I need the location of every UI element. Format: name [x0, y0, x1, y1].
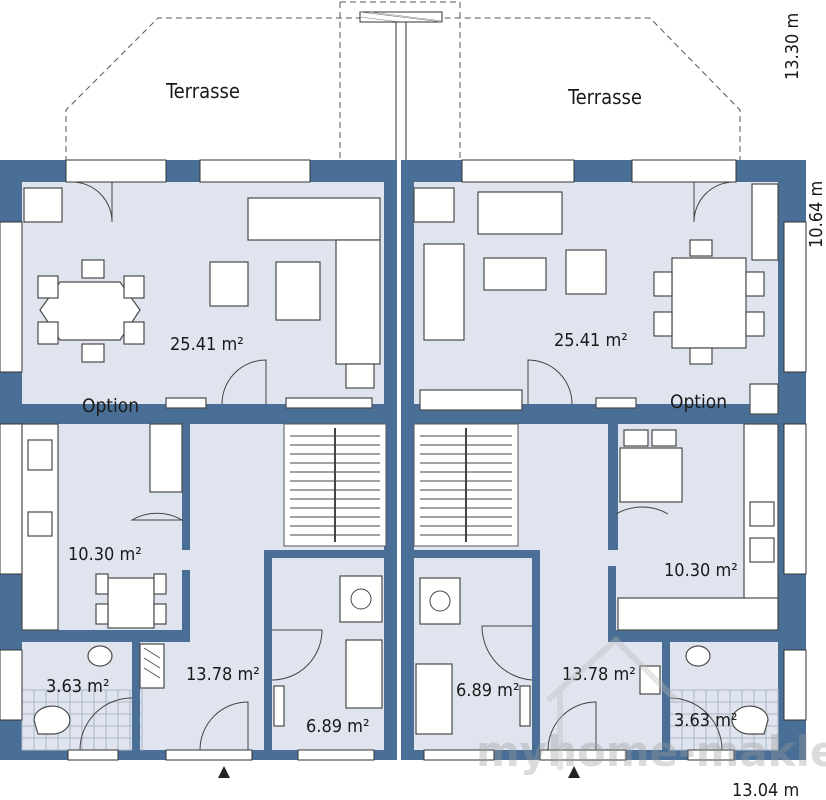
staircase-right — [413, 423, 519, 547]
right-hall-area: 13.78 m² — [562, 664, 636, 685]
dimension-depth-house: 10.64 m — [806, 181, 826, 248]
staircase-left — [283, 423, 387, 547]
right-living-furniture — [413, 183, 779, 415]
watermark-text: myhome-makler — [476, 727, 826, 776]
left-hall-area: 13.78 m² — [186, 664, 260, 685]
left-kitchen-area: 10.30 m² — [68, 544, 142, 565]
dimension-depth-total: 13.30 m — [782, 13, 803, 80]
left-terrace-label: Terrasse — [165, 79, 240, 103]
right-bath-fixtures — [639, 645, 769, 735]
left-option-label: Option — [82, 395, 139, 417]
left-bath-fixtures — [33, 643, 165, 735]
terrace-outlines — [65, 1, 741, 162]
left-utility-furniture — [273, 575, 383, 727]
left-utility-area: 6.89 m² — [306, 716, 369, 737]
terrace-divider — [359, 11, 443, 163]
right-terrace-label: Terrasse — [567, 85, 642, 109]
left-bath-area: 3.63 m² — [46, 676, 109, 697]
left-living-furniture — [23, 187, 381, 409]
dimension-width: 13.04 m — [732, 780, 799, 800]
left-entrance-marker — [218, 766, 230, 778]
right-entrance-marker — [568, 766, 580, 778]
left-interior-walls — [22, 404, 386, 760]
left-kitchen-furniture — [21, 423, 183, 631]
watermark: myhome-makler — [476, 635, 826, 776]
right-utility-area: 6.89 m² — [456, 680, 519, 701]
right-kitchen-area: 10.30 m² — [664, 560, 738, 581]
right-bath-area: 3.63 m² — [674, 710, 737, 731]
windows — [0, 159, 807, 761]
party-wall-gap — [397, 160, 401, 760]
right-option-label: Option — [670, 391, 727, 413]
right-kitchen-furniture — [617, 423, 779, 631]
left-living-area: 25.41 m² — [170, 334, 244, 355]
right-unit-floors — [414, 182, 778, 750]
right-utility-furniture — [415, 577, 531, 735]
right-living-area: 25.41 m² — [554, 330, 628, 351]
door-swings — [71, 181, 735, 751]
